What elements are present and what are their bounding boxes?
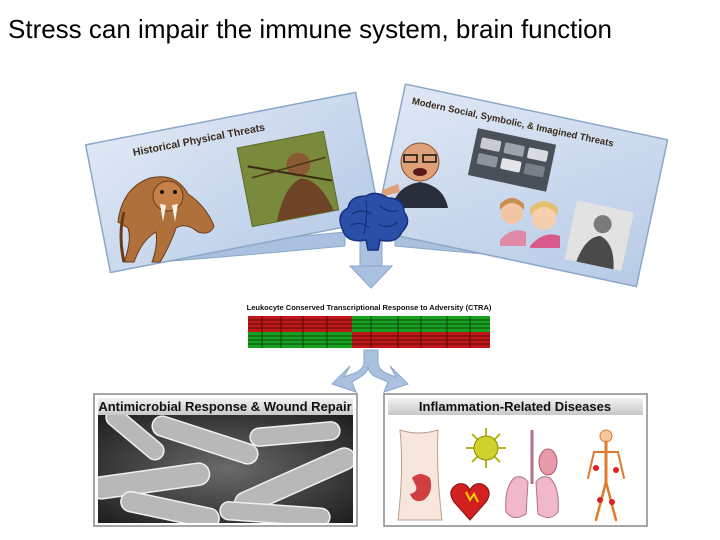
ctra-label: Leukocyte Conserved Transcriptional Resp…	[247, 303, 492, 312]
saber-tooth-tiger-icon	[117, 176, 215, 263]
bacteria-icon	[98, 415, 353, 523]
modern-threats-card: Modern Social, Symbolic, & Imagined Thre…	[373, 83, 669, 288]
elderly-person-icon	[564, 200, 634, 272]
inflammation-panel-title: Inflammation-Related Diseases	[419, 399, 611, 414]
skeleton-icon	[587, 429, 625, 522]
ctra-heatmap	[248, 316, 490, 348]
brain-icon	[339, 192, 409, 251]
antimicrobial-panel: Antimicrobial Response & Wound Repair	[93, 393, 358, 527]
hunter-icon	[236, 130, 340, 228]
inflammation-panel: Inflammation-Related Diseases	[383, 393, 648, 527]
torso-icon	[397, 429, 443, 521]
lungs-icon	[505, 430, 559, 518]
angry-man-icon	[382, 142, 448, 208]
heart-icon	[450, 483, 490, 521]
slide-title: Stress can impair the immune system, bra…	[8, 14, 613, 44]
virus-icon	[466, 428, 506, 468]
antimicrobial-panel-title: Antimicrobial Response & Wound Repair	[98, 399, 351, 414]
children-icon	[500, 198, 560, 248]
traffic-jam-icon	[467, 128, 557, 192]
